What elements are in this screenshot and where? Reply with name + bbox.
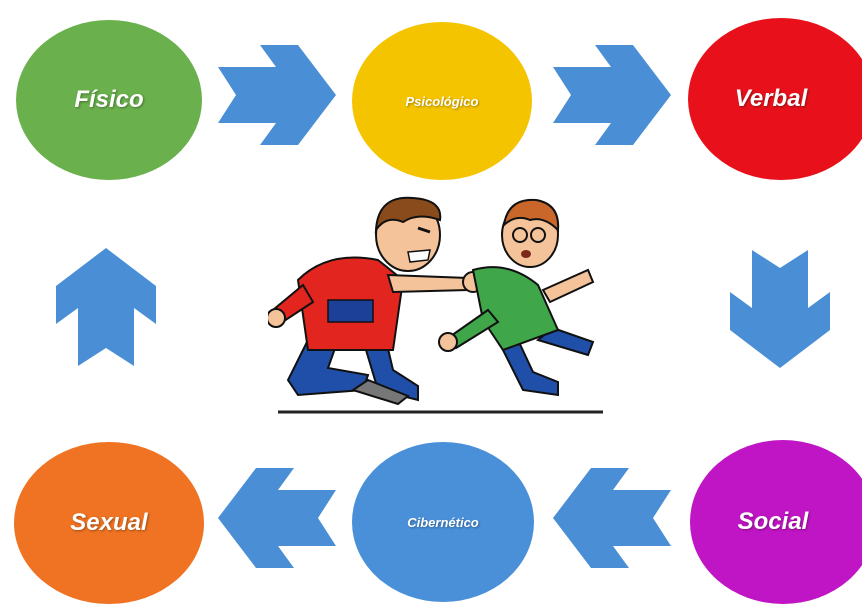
arrow-left-icon: [553, 468, 671, 568]
node-fisico: Físico: [16, 20, 202, 180]
arrow-right-icon: [553, 45, 671, 145]
node-sexual: Sexual: [14, 442, 204, 604]
node-social: Social: [690, 440, 862, 604]
node-fisico-label: Físico: [74, 86, 144, 113]
arrow-left-icon: [218, 468, 336, 568]
node-psicologico: Psicológico: [352, 22, 532, 180]
node-social-label: Social: [737, 508, 809, 535]
arrow-down-icon: [730, 250, 830, 368]
bullying-illustration: [268, 196, 603, 414]
node-cibernetico-label: Cibernético: [407, 514, 479, 530]
arrow-up-icon: [56, 248, 156, 366]
node-psicologico-label: Psicológico: [405, 93, 479, 109]
node-sexual-label: Sexual: [70, 509, 148, 536]
node-verbal-label: Verbal: [734, 85, 808, 112]
node-verbal: Verbal: [688, 18, 862, 180]
node-cibernetico: Cibernético: [352, 442, 534, 602]
arrow-right-icon: [218, 45, 336, 145]
